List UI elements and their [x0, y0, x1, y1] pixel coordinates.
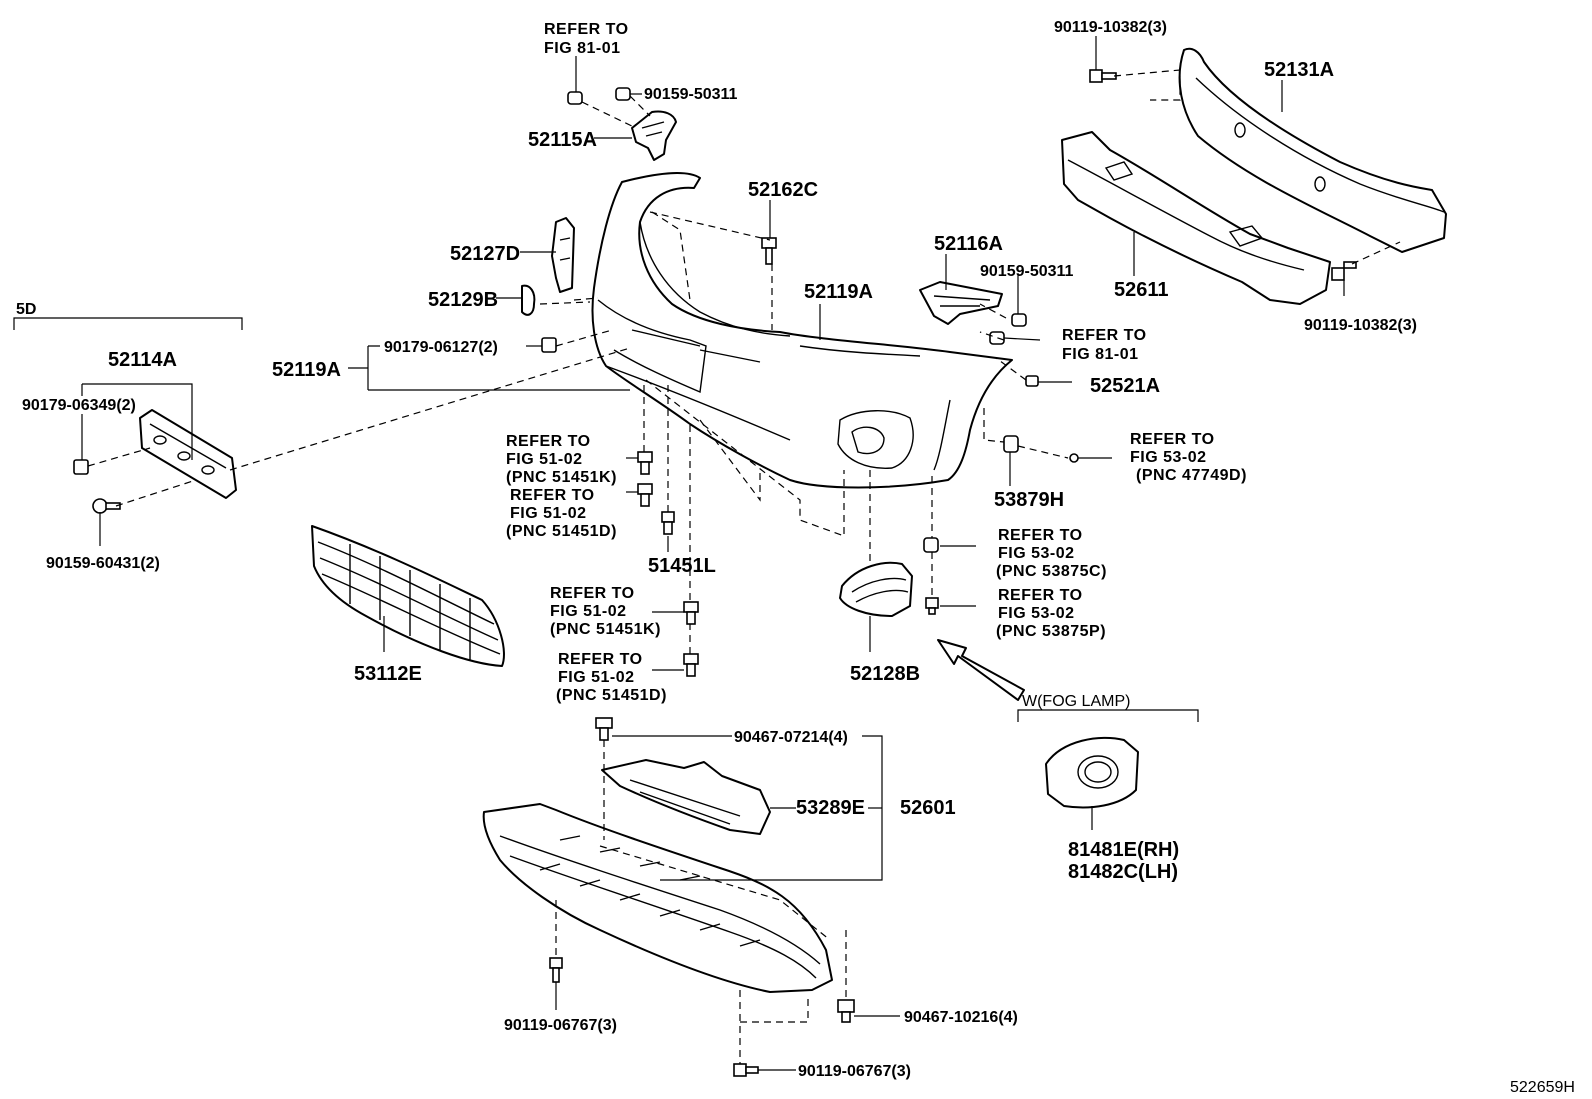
label-52131A: 52131A	[1264, 59, 1334, 81]
retainer-52127D	[551, 217, 575, 293]
clip-icon	[1003, 435, 1019, 453]
shield-53289E	[601, 759, 771, 835]
label-81482C: 81482C(LH)	[1068, 861, 1178, 883]
grille-53112E	[311, 525, 505, 667]
group-label-fog-lamp: W(FOG LAMP)	[1022, 693, 1130, 710]
group-label-5d: 5D	[16, 301, 36, 318]
clip-icon	[637, 483, 653, 507]
label-52601: 52601	[900, 797, 956, 819]
nut-icon	[567, 91, 583, 105]
label-90467-07214: 90467-07214(4)	[734, 729, 848, 746]
label-52128B: 52128B	[850, 663, 920, 685]
bolt-icon	[549, 957, 563, 983]
label-52119A-right: 52119A	[804, 281, 873, 303]
label-90159-50311-mid: 90159-50311	[980, 263, 1074, 280]
clip-icon	[1025, 375, 1039, 387]
bracket-52116A	[919, 281, 1003, 325]
arrow-icon	[937, 639, 1025, 701]
clip-icon	[761, 237, 777, 265]
label-52521A: 52521A	[1090, 375, 1160, 397]
label-52162C: 52162C	[748, 179, 818, 201]
label-90159-50311-top: 90159-50311	[644, 86, 738, 103]
fasteners	[73, 69, 1357, 1077]
label-51451L: 51451L	[648, 555, 716, 577]
clip-icon	[837, 999, 855, 1023]
label-52115A: 52115A	[528, 129, 597, 151]
clip-icon	[683, 653, 699, 677]
label-52119A-left: 52119A	[272, 359, 341, 381]
label-52611: 52611	[1114, 279, 1169, 301]
absorber-52611	[1061, 131, 1331, 305]
label-90119-10382-top: 90119-10382(3)	[1054, 19, 1167, 36]
label-90179-06349: 90179-06349(2)	[22, 397, 136, 414]
label-52116A: 52116A	[934, 233, 1003, 255]
label-52129B: 52129B	[428, 289, 498, 311]
fog-lamp-cover-81481E	[1045, 736, 1139, 809]
label-53879H: 53879H	[994, 489, 1064, 511]
clip-icon	[923, 537, 939, 553]
bolt-icon	[1331, 261, 1357, 281]
bolt-icon	[733, 1063, 759, 1077]
license-bracket-52114A	[139, 409, 237, 499]
screw-icon	[92, 498, 121, 514]
assembly-lines	[87, 69, 1401, 1064]
under-cover-52601	[482, 803, 833, 993]
label-81481E: 81481E(RH)	[1068, 839, 1179, 861]
illustration-number: 522659H	[1510, 1079, 1575, 1096]
bolt-icon	[1089, 69, 1117, 83]
bumper-cover	[591, 172, 1013, 489]
label-52127D: 52127D	[450, 243, 520, 265]
cap-52129B	[521, 284, 536, 316]
bracket-52115A	[631, 110, 677, 161]
leader-lines	[13, 36, 1345, 1071]
label-90119-06767-left: 90119-06767(3)	[504, 1017, 617, 1034]
clip-icon	[683, 601, 699, 625]
label-53112E: 53112E	[354, 663, 422, 685]
fog-cover-52128B	[839, 561, 913, 617]
clip-icon	[595, 717, 613, 741]
nut-icon	[1011, 313, 1027, 327]
label-52114A: 52114A	[108, 349, 177, 371]
label-90179-06127: 90179-06127(2)	[384, 339, 498, 356]
label-90159-60431: 90159-60431(2)	[46, 555, 160, 572]
label-90119-10382-bot: 90119-10382(3)	[1304, 317, 1417, 334]
nut-icon	[73, 459, 89, 475]
label-53289E: 53289E	[796, 797, 865, 819]
screw-icon	[925, 597, 939, 615]
nut-icon	[541, 337, 557, 353]
nut-icon	[989, 331, 1005, 345]
clip-icon	[637, 451, 653, 475]
screw-icon	[1069, 453, 1079, 463]
label-90467-10216: 90467-10216(4)	[904, 1009, 1018, 1026]
label-90119-06767-bot: 90119-06767(3)	[798, 1063, 911, 1080]
clip-icon	[661, 511, 675, 535]
clip-icon	[615, 87, 631, 101]
reinforcement-52131A	[1178, 47, 1447, 253]
